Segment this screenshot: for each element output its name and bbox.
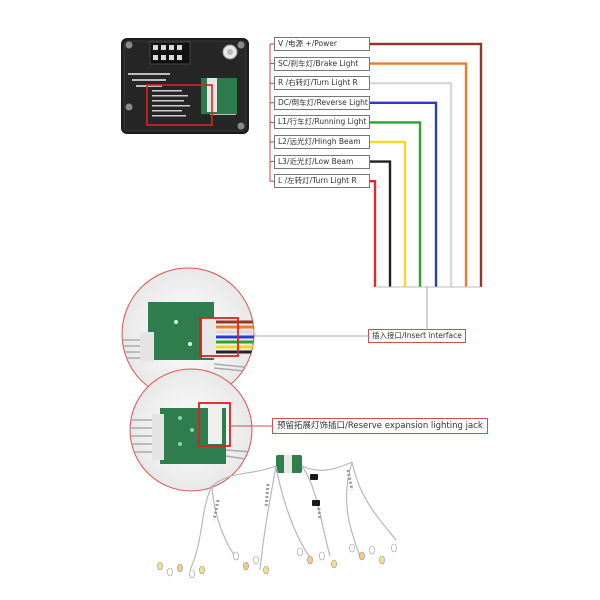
wire-line	[370, 180, 377, 287]
wire-line	[370, 82, 453, 287]
wire-line	[370, 140, 407, 287]
connector-grid	[149, 41, 191, 65]
led-bulb	[233, 551, 239, 561]
screw-icon	[125, 41, 133, 49]
screw-icon	[125, 103, 133, 111]
led-bulb	[157, 561, 163, 571]
led-bulb	[189, 569, 195, 579]
wire-harness	[157, 455, 397, 579]
reserve-jack-photo	[129, 368, 253, 492]
led-bulb	[307, 555, 313, 565]
wire-line	[370, 62, 468, 287]
led-bulb	[253, 555, 259, 565]
led-bulb	[369, 545, 375, 555]
wire-line	[370, 160, 392, 287]
led-bulb	[243, 561, 249, 571]
led-bulbs	[157, 543, 397, 579]
wire-label: L3/近光灯/Low Beam	[274, 154, 370, 169]
wire-label: V /电源 +/Power	[274, 37, 370, 51]
led-bulb	[263, 565, 269, 575]
led-bulb	[167, 567, 173, 577]
wire-line	[370, 101, 438, 287]
led-bulb	[177, 563, 183, 573]
insert-interface-photo	[121, 267, 255, 401]
reserve-jack-label: 预留拓展灯饰插口/Reserve expansion lighting jack	[272, 418, 488, 434]
wire-label: SC/刹车灯/Brake Light	[274, 56, 370, 71]
led-bulb	[359, 551, 365, 561]
wire-label: L1/行车灯/Running Light	[274, 115, 370, 130]
led-bulb	[199, 565, 205, 575]
wire-line	[370, 42, 483, 287]
label-brackets	[269, 43, 274, 182]
insert-highlight	[199, 317, 239, 357]
reserve-highlight	[198, 402, 231, 447]
screw-icon	[237, 41, 245, 49]
wire-label: R /右转灯/Turn Light R	[274, 76, 370, 91]
led-bulb	[391, 543, 397, 553]
highlight-box	[146, 84, 213, 126]
wire-line	[370, 121, 422, 287]
led-bulb	[379, 555, 385, 565]
led-bulb	[331, 559, 337, 569]
wire-label: L /左转灯/Turn Light R	[274, 174, 370, 189]
internal-pcb	[201, 78, 237, 114]
led-bulb	[349, 543, 355, 553]
led-bulb	[319, 551, 325, 561]
wire-bundle	[370, 42, 483, 288]
led-bulb	[297, 547, 303, 557]
wire-label: L2/远光灯/Hingh Beam	[274, 135, 370, 149]
controller-box	[121, 38, 249, 134]
wire-label: DC/倒车灯/Reverse Light	[274, 95, 370, 110]
insert-interface-label: 插入接口/Insert interface	[368, 329, 466, 343]
screw-icon	[237, 122, 245, 130]
